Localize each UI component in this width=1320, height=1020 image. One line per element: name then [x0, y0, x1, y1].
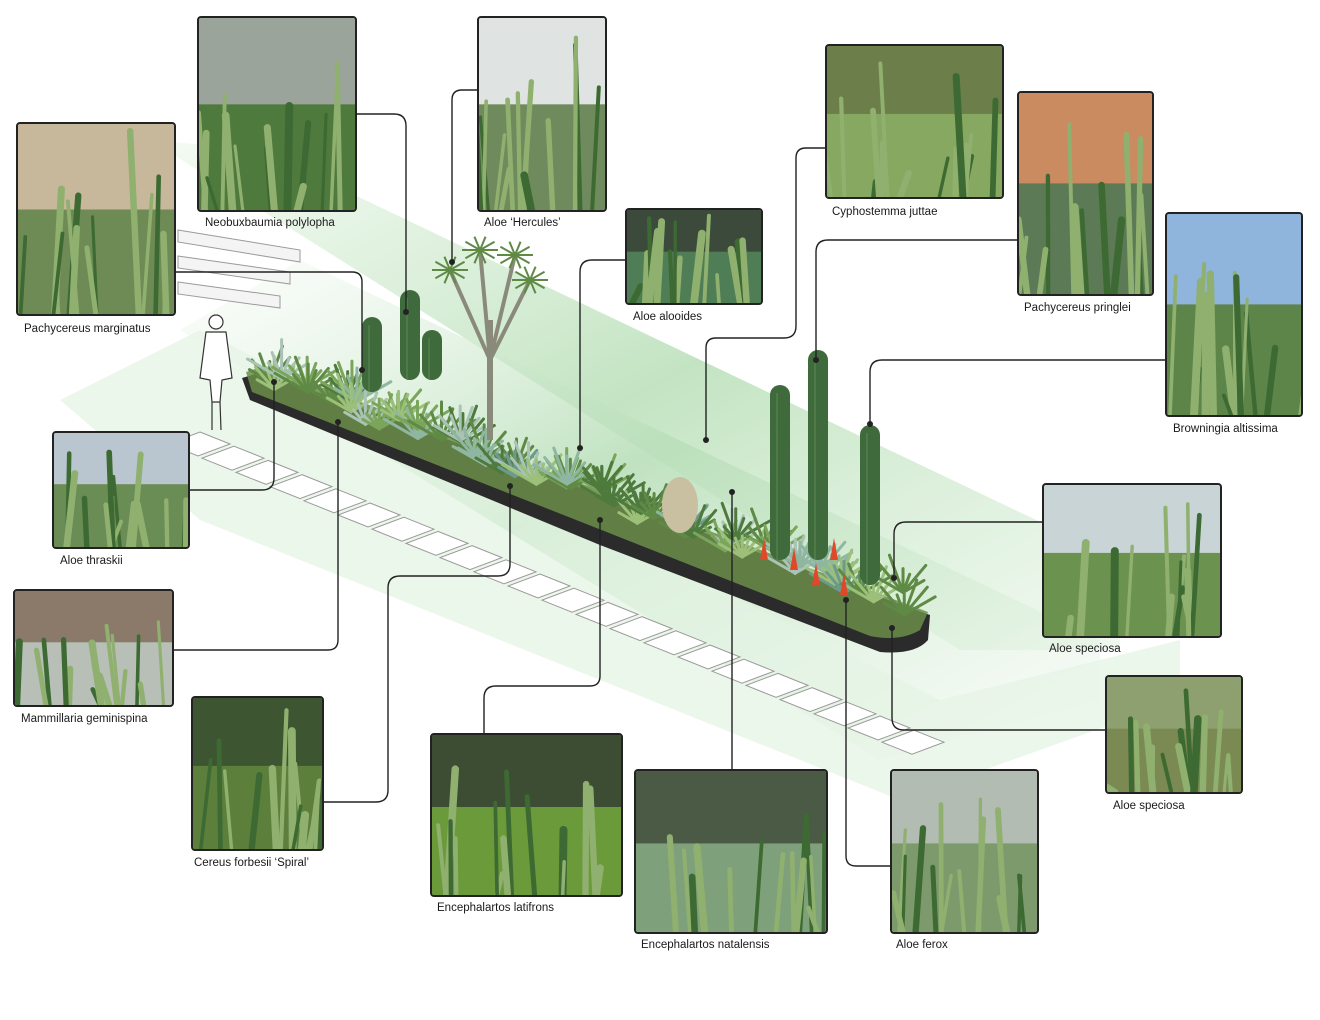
photo-pachycereus-marginatus — [16, 122, 176, 316]
caption-cereus-forbesii-spiral: Cereus forbesii ‘Spiral’ — [194, 857, 310, 869]
caption-aloe-ferox: Aloe ferox — [896, 939, 948, 951]
photo-aloe-thraskii — [52, 431, 190, 549]
caption-neobuxbaumia-polylopha: Neobuxbaumia polylopha — [205, 217, 335, 229]
photo-cereus-forbesii-spiral — [191, 696, 324, 851]
steps — [177, 229, 301, 309]
caption-aloe-alooides: Aloe alooides — [633, 311, 703, 323]
leader-lines — [174, 89, 1166, 867]
caption-browningia-altissima: Browningia altissima — [1173, 423, 1278, 435]
photo-aloe-ferox — [890, 769, 1039, 934]
photo-pachycereus-pringlei — [1017, 91, 1154, 296]
caption-aloe-speciosa-1: Aloe speciosa — [1049, 643, 1121, 655]
caption-aloe-hercules: Aloe ‘Hercules’ — [484, 217, 561, 229]
caption-pachycereus-marginatus: Pachycereus marginatus — [24, 323, 151, 335]
planting-mass — [245, 236, 937, 617]
paving-strip — [166, 431, 946, 755]
photo-encephalartos-natalensis — [634, 769, 828, 934]
leader-dots — [271, 259, 897, 631]
human-scale-figure — [199, 314, 233, 431]
caption-mammillaria-geminispina: Mammillaria geminispina — [21, 713, 148, 725]
photo-encephalartos-latifrons — [430, 733, 623, 897]
caption-encephalartos-natalensis: Encephalartos natalensis — [641, 939, 770, 951]
photo-aloe-hercules — [477, 16, 607, 212]
caption-encephalartos-latifrons: Encephalartos latifrons — [437, 902, 554, 914]
photo-mammillaria-geminispina — [13, 589, 174, 707]
photo-cyphostemma-juttae — [825, 44, 1004, 199]
caption-aloe-thraskii: Aloe thraskii — [60, 555, 123, 567]
photo-aloe-speciosa-1 — [1042, 483, 1222, 638]
photo-browningia-altissima — [1165, 212, 1303, 417]
caption-cyphostemma-juttae: Cyphostemma juttae — [832, 206, 938, 218]
photo-neobuxbaumia-polylopha — [197, 16, 357, 212]
photo-aloe-speciosa-2 — [1105, 675, 1243, 794]
photo-aloe-alooides — [625, 208, 763, 305]
caption-pachycereus-pringlei: Pachycereus pringlei — [1024, 302, 1131, 314]
caption-aloe-speciosa-2: Aloe speciosa — [1113, 800, 1185, 812]
